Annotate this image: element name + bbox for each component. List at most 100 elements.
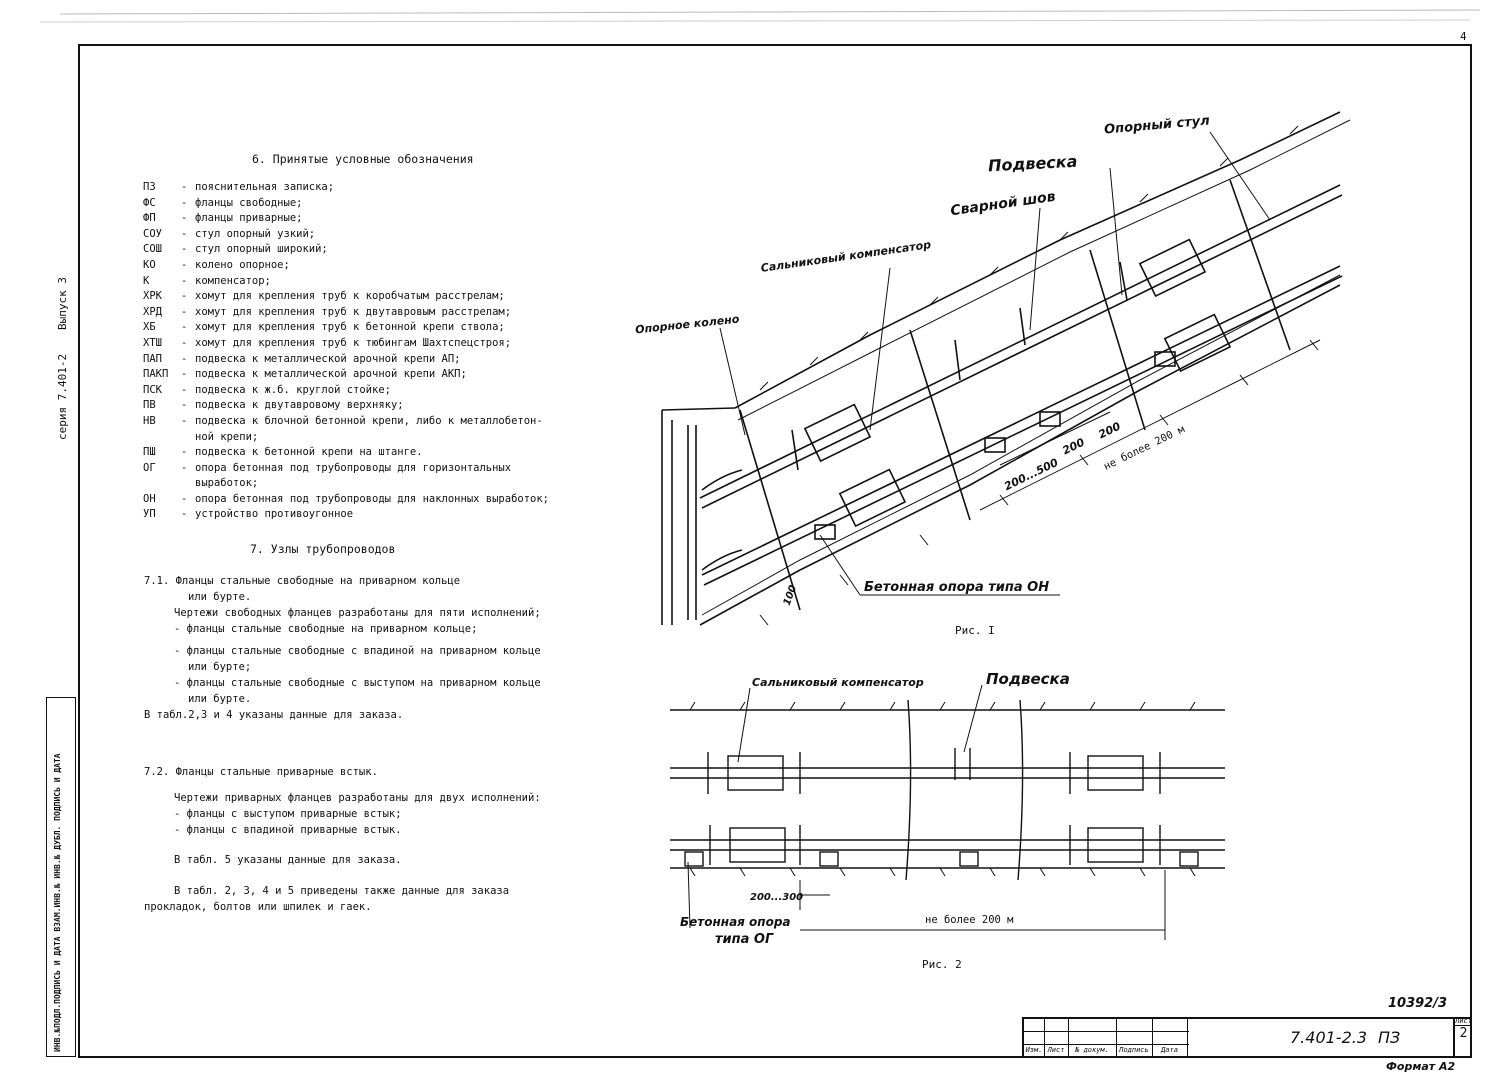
figure-2-drawing <box>670 684 1225 940</box>
legend-row: ПЗ-пояснительная записка; <box>143 180 570 196</box>
section7-title: 7. Узлы трубопроводов <box>250 542 396 556</box>
legend-definition: подвеска к двутавровому верхняку; <box>195 399 404 412</box>
legend-abbr <box>143 476 181 492</box>
legend-row: СОШ-стул опорный широкий; <box>143 242 570 258</box>
col-doc: № докум. <box>1075 1046 1109 1054</box>
fig2-dim-length: не более 200 м <box>925 914 1014 926</box>
p71-f: или бурте; <box>188 661 252 673</box>
col-date: Дата <box>1161 1046 1178 1054</box>
sheet-number: 2 <box>1459 1026 1468 1041</box>
legend-row: ФС -фланцы свободные; <box>143 196 570 212</box>
fig2-label-concrete-support-1: Бетонная опора <box>680 915 791 929</box>
col-sign: Подпись <box>1119 1046 1149 1054</box>
legend-definition: хомут для крепления труб к бетонной креп… <box>195 321 505 334</box>
legend-row: НВ-подвеска к блочной бетонной крепи, ли… <box>143 414 570 430</box>
legend-definition: опора бетонная под трубопроводы для гори… <box>195 461 512 474</box>
legend-abbr: ХБ <box>143 321 156 334</box>
legend-dash: - <box>181 290 188 303</box>
legend-row: УП-устройство противоугонное <box>143 507 570 523</box>
issue-label: Выпуск 3 <box>56 277 69 330</box>
legend-row: ПАП -подвеска к металлической арочной кре… <box>143 352 570 368</box>
sheet-box: Лист 2 <box>1453 1017 1472 1058</box>
fig2-caption: Рис. 2 <box>922 958 962 971</box>
legend-abbr: ПСК <box>143 383 162 396</box>
p71-a: 7.1. Фланцы стальные свободные на привар… <box>144 575 461 587</box>
legend-dash: - <box>181 258 188 271</box>
legend-dash: - <box>181 414 188 427</box>
fig2-label-hanger: Подвеска <box>986 670 1070 688</box>
legend-abbr: ХРД <box>143 305 162 318</box>
legend-definition: подвеска к ж.б. круглой стойке; <box>195 383 391 396</box>
legend-dash: - <box>181 181 188 193</box>
legend-dash: - <box>181 446 188 459</box>
legend-dash: - <box>181 492 188 505</box>
legend-definition: хомут для крепления труб к двутавровым р… <box>195 305 512 318</box>
p72-c: - фланцы с выступом приварные встык; <box>174 808 402 820</box>
p71-c: Чертежи свободных фланцев разработаны дл… <box>174 607 541 619</box>
document-code: 7.401-2.3 <box>1290 1028 1368 1047</box>
document-type: ПЗ <box>1378 1028 1401 1047</box>
legend-definition: подвеска к металлической арочной крепи А… <box>195 352 461 365</box>
legend-definition: фланцы свободные; <box>195 196 303 209</box>
legend-dash: - <box>181 399 188 412</box>
revision-grid <box>1024 1019 1189 1058</box>
legend-row: ПСК-подвеска к ж.б. круглой стойке; <box>143 383 570 399</box>
legend-abbr: ПАКП <box>143 368 169 381</box>
legend-dash: - <box>181 321 188 334</box>
legend-abbr: КО <box>143 258 156 271</box>
legend-row: ФП-фланцы приварные; <box>143 211 570 227</box>
legend-dash <box>181 476 195 492</box>
legend-abbr: ХРК <box>143 290 162 303</box>
p72-a: 7.2. Фланцы стальные приварные встык. <box>144 766 378 778</box>
sheet-label: Лист <box>1455 1017 1472 1026</box>
legend-row: ПАКП-подвеска к металлической арочной кр… <box>143 367 570 383</box>
legend-abbr: ФС <box>143 196 156 209</box>
p71-e: - фланцы стальные свободные с впадиной н… <box>174 645 541 657</box>
legend-dash: - <box>181 461 188 474</box>
legend-dash: - <box>181 196 188 209</box>
legend-abbr: ПШ <box>143 446 156 459</box>
p71-h: или бурте. <box>188 693 252 705</box>
col-izm: Изм. <box>1025 1046 1043 1054</box>
col-list: Лист <box>1047 1046 1065 1054</box>
fig2-dim-a: 200...300 <box>750 892 804 903</box>
legend-abbr: ХТШ <box>143 336 162 349</box>
legend-dash: - <box>181 243 188 256</box>
legend-definition: хомут для крепления труб к коробчатым ра… <box>195 290 505 303</box>
legend-dash: - <box>181 508 188 521</box>
legend-definition: колено опорное; <box>195 258 290 271</box>
p72-b: Чертежи приварных фланцев разработаны дл… <box>174 792 541 804</box>
p71-d: - фланцы стальные свободные на приварном… <box>174 623 478 635</box>
legend-definition: опора бетонная под трубопроводы для накл… <box>195 492 550 505</box>
legend-dash: - <box>181 227 188 240</box>
legend-dash: - <box>181 352 188 365</box>
top-scan-lines <box>39 9 1481 23</box>
legend-row: выработок; <box>143 476 570 492</box>
p71-b: или бурте. <box>188 591 252 603</box>
legend-row: ПШ -подвеска к бетонной крепи на штанге. <box>143 445 570 461</box>
legend-row: К-компенсатор; <box>143 274 570 290</box>
legend-definition: пояснительная записка; <box>195 181 335 193</box>
legend-abbr: СОШ <box>143 243 162 256</box>
left-approval-stamp: ИНВ.№ПОДЛ.ПОДПИСЬ И ДАТА ВЗАМ.ИНВ.№ ИНВ.… <box>46 697 76 1057</box>
legend-dash: - <box>181 274 188 287</box>
legend-abbr: СОУ <box>143 227 162 240</box>
p72-e: В табл. 5 указаны данные для заказа. <box>174 854 402 866</box>
legend-dash <box>181 430 195 446</box>
p71-i: В табл.2,3 и 4 указаны данные для заказа… <box>144 709 404 721</box>
legend-row: ПВ-подвеска к двутавровому верхняку; <box>143 398 570 414</box>
legend-abbr: ОН <box>143 492 156 505</box>
legend-row: ХРК -хомут для крепления труб к коробчаты… <box>143 289 570 305</box>
legend-abbr: ПАП <box>143 352 162 365</box>
p72-f: В табл. 2, 3, 4 и 5 приведены также данн… <box>174 885 510 897</box>
p71-g: - фланцы стальные свободные с выступом н… <box>174 677 541 689</box>
legend-definition: хомут для крепления труб к тюбингам Шахт… <box>195 336 512 349</box>
legend-row: ОГ-опора бетонная под трубопроводы для г… <box>143 461 570 477</box>
legend-definition: подвеска к металлической арочной крепи А… <box>195 368 467 381</box>
section6-title: 6. Принятые условные обозначения <box>252 152 474 166</box>
legend-list: ПЗ-пояснительная записка;ФС-фланцы свобо… <box>143 180 570 523</box>
legend-row: ХБ -хомут для крепления труб к бетонной к… <box>143 320 570 336</box>
legend-row: ХТШ-хомут для крепления труб к тюбингам … <box>143 336 570 352</box>
drawing-frame <box>78 44 1472 1058</box>
legend-definition: подвеска к бетонной крепи на штанге. <box>195 446 423 459</box>
